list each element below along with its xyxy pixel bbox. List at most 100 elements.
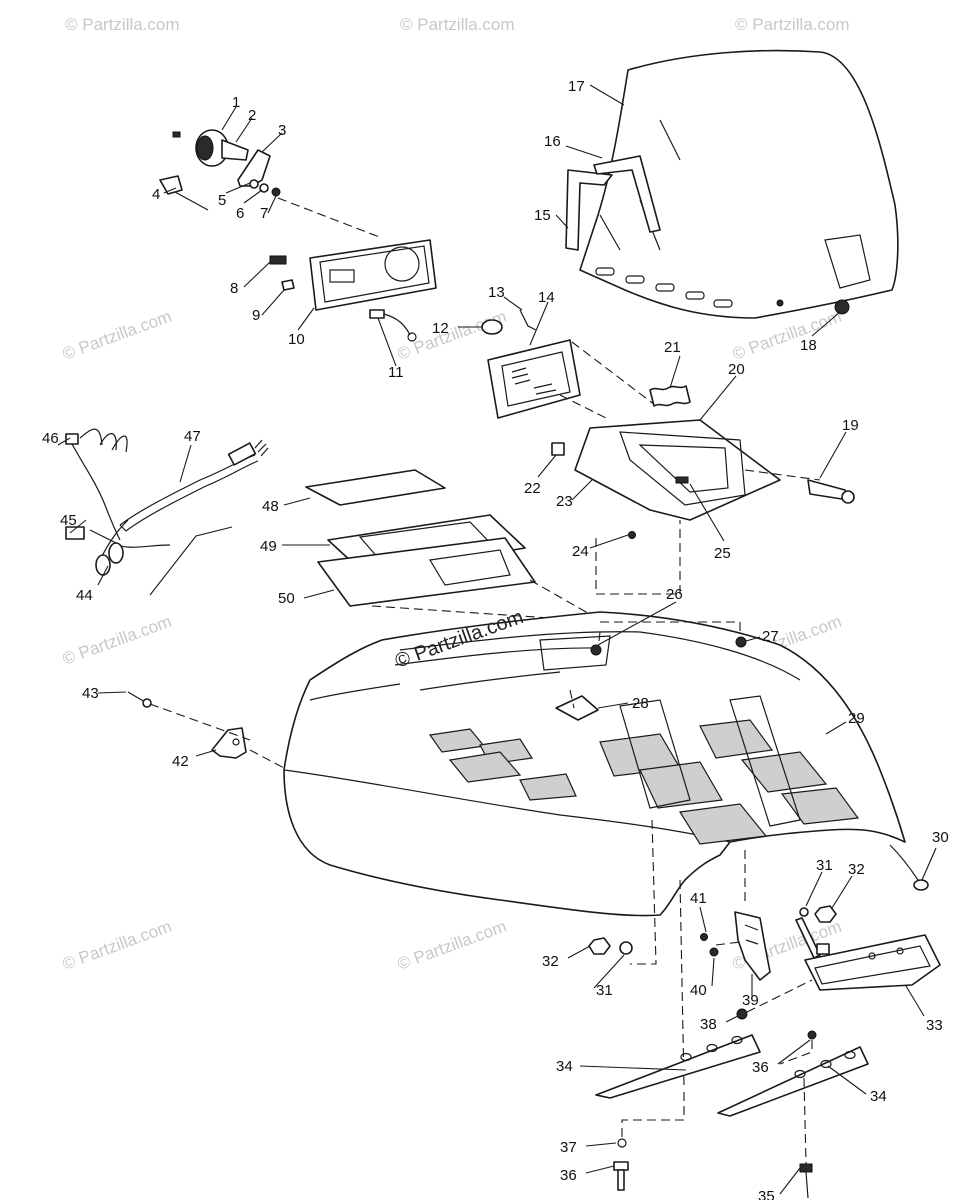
callout-10: 10 [288, 331, 305, 348]
screw-26 [590, 644, 602, 656]
callout-17: 17 [568, 78, 585, 95]
callout-30: 30 [932, 829, 949, 846]
callout-25: 25 [714, 545, 731, 562]
callout-22: 22 [524, 480, 541, 497]
rod [795, 917, 821, 959]
skid-plate-34-left [595, 1034, 761, 1099]
callout-20: 20 [728, 361, 745, 378]
grommet-18 [834, 299, 850, 315]
watermark: © Partzilla.com [395, 307, 509, 364]
washer-37 [617, 1138, 627, 1148]
latch-42 [211, 727, 247, 759]
bracket-39 [734, 911, 771, 981]
plate-28 [555, 695, 599, 721]
callouts: 1 2 3 4 5 6 7 8 9 10 11 12 13 14 15 16 1… [42, 78, 949, 1200]
callout-47: 47 [184, 428, 201, 445]
callout-16: 16 [544, 133, 561, 150]
bolt-36-bottom [613, 1161, 629, 1191]
bracket-33 [804, 934, 941, 991]
gauge-assembly [159, 129, 281, 211]
screw-40 [709, 947, 719, 957]
leader-lines [57, 84, 937, 1195]
trim-strip-left [565, 169, 613, 251]
callout-26: 26 [666, 586, 683, 603]
callout-44: 44 [76, 587, 93, 604]
callout-38: 38 [700, 1016, 717, 1033]
wire-harness-11 [369, 309, 417, 342]
callout-28: 28 [632, 695, 649, 712]
callout-7: 7 [260, 205, 268, 222]
screw-24 [628, 531, 636, 539]
callout-34-right: 34 [870, 1088, 887, 1105]
callout-1: 1 [232, 94, 240, 111]
pad-48 [305, 469, 446, 506]
callout-18: 18 [800, 337, 817, 354]
wire-13 [519, 309, 537, 331]
callout-12: 12 [432, 320, 449, 337]
watermark: © Partzilla.com [395, 917, 509, 974]
nut-32-right [814, 905, 837, 923]
callout-9: 9 [252, 307, 260, 324]
callout-21: 21 [664, 339, 681, 356]
clip-8 [269, 255, 287, 265]
washer-31-left [619, 941, 633, 955]
callout-11: 11 [388, 364, 404, 381]
callout-15: 15 [534, 207, 551, 224]
callout-33: 33 [926, 1017, 943, 1034]
callout-29: 29 [848, 710, 865, 727]
screw-43 [127, 691, 146, 703]
callout-35: 35 [758, 1188, 775, 1200]
callout-50: 50 [278, 590, 295, 607]
spring-21 [649, 385, 691, 407]
screw-36-right [807, 1030, 817, 1040]
callout-31-left: 31 [596, 982, 613, 999]
screw-9 [281, 279, 295, 291]
headlight-housing [574, 419, 781, 521]
watermark: © Partzilla.com [735, 15, 850, 34]
callout-41: 41 [690, 890, 707, 907]
callout-48: 48 [262, 498, 279, 515]
callout-32-left: 32 [542, 953, 559, 970]
screw-27 [735, 636, 747, 648]
callout-39: 39 [742, 992, 759, 1009]
bolt-38 [736, 1008, 748, 1020]
callout-36-bottom: 36 [560, 1167, 577, 1184]
skid-plate-34-right [717, 1046, 869, 1117]
callout-34-left: 34 [556, 1058, 573, 1075]
watermark: © Partzilla.com [60, 307, 174, 364]
windshield [579, 49, 899, 319]
callout-37: 37 [560, 1139, 577, 1156]
callout-40: 40 [690, 982, 707, 999]
screw-41 [700, 933, 708, 941]
callout-8: 8 [230, 280, 238, 297]
watermark: © Partzilla.com [60, 917, 174, 974]
callout-14: 14 [538, 289, 555, 306]
callout-27: 27 [762, 628, 779, 645]
callout-6: 6 [236, 205, 244, 222]
watermark: © Partzilla.com [65, 15, 180, 34]
callout-36-right: 36 [752, 1059, 769, 1076]
watermark: © Partzilla.com [60, 612, 174, 669]
callout-45: 45 [60, 512, 77, 529]
callout-32-right: 32 [848, 861, 865, 878]
tab-25 [675, 476, 689, 484]
nut-22 [551, 442, 565, 456]
callout-4: 4 [152, 186, 160, 203]
trim-strip-upper [593, 155, 661, 233]
callout-24: 24 [572, 543, 589, 560]
hood [283, 611, 906, 917]
callout-3: 3 [278, 122, 286, 139]
callout-42: 42 [172, 753, 189, 770]
callout-5: 5 [218, 192, 226, 209]
pad-50 [317, 537, 536, 607]
callout-43: 43 [82, 685, 99, 702]
headlight-assembly [487, 339, 581, 419]
watermark: © Partzilla.com [400, 15, 515, 34]
bulb-12 [481, 319, 503, 335]
callout-2: 2 [248, 107, 256, 124]
cable-30 [889, 844, 919, 881]
washer-31-right [799, 907, 809, 917]
callout-19: 19 [842, 417, 859, 434]
instrument-bezel [309, 239, 437, 311]
